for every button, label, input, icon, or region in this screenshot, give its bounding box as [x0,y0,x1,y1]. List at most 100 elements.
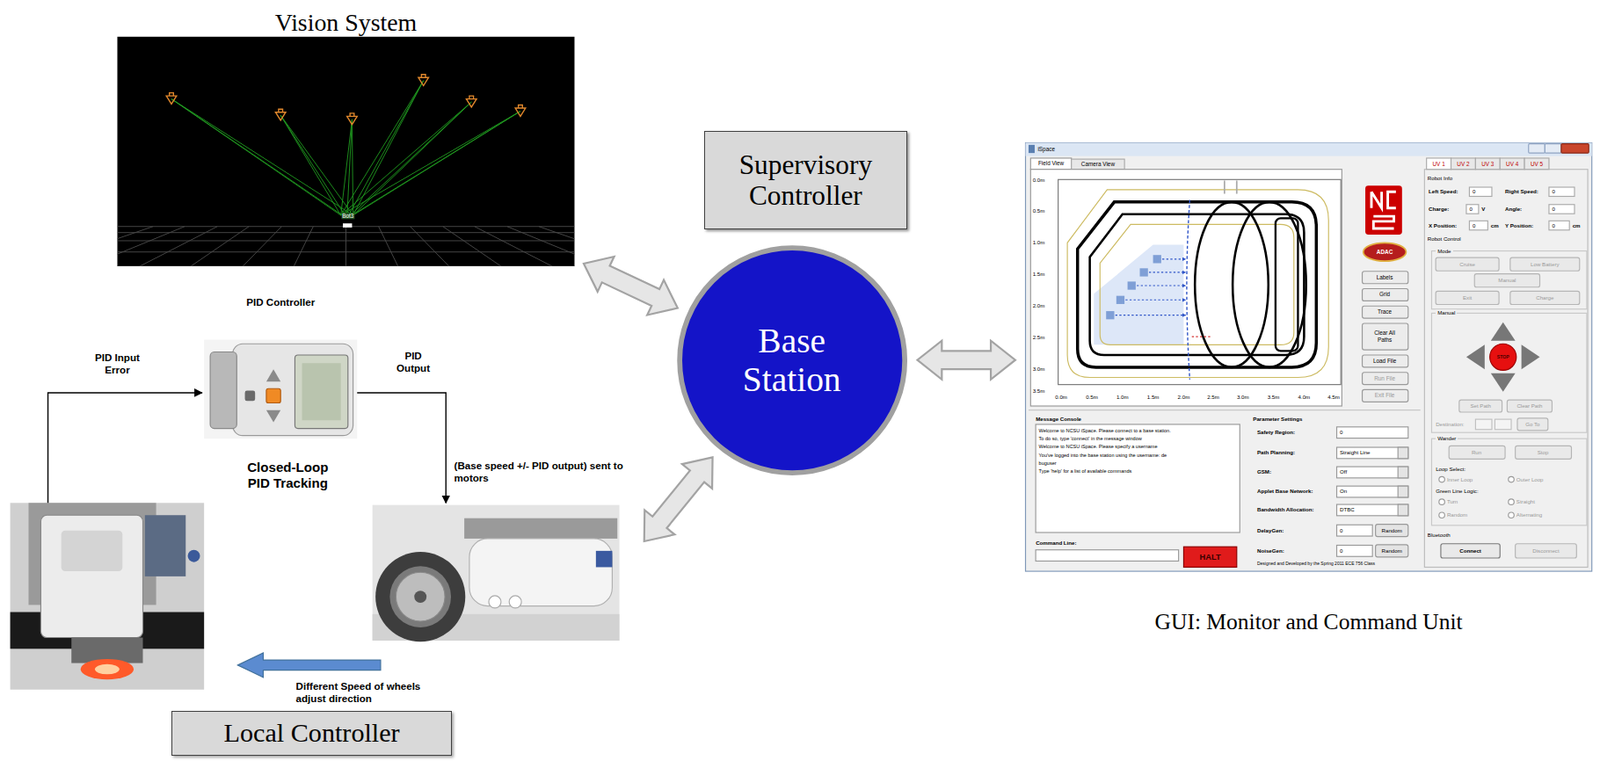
node-title: Supervisory Controller [713,149,897,211]
label-text: ADAC [1376,248,1393,255]
gui-text: Welcome to NCSU iSpace. Please specify a… [1039,443,1158,450]
gui-text: You've logged into the base station usin… [1039,451,1168,458]
gui-screenshot [1140,268,1149,277]
pid-signal-lines [356,392,446,503]
gui-screenshot [1506,400,1552,413]
gui-screenshot [1490,373,1516,393]
light-sensor-photo [40,515,143,638]
nxt-brick-photo [245,391,256,402]
gui-screenshot [1375,545,1409,558]
gui-text: 3.5m [1032,387,1046,394]
signal-label: PID Input Error [85,351,149,377]
light-sensor-photo [188,550,201,563]
gui-text: Labels [1376,274,1394,281]
gui-screenshot [1090,214,1305,356]
gui-text: 4.5m [1327,393,1340,400]
label-text: Random [1381,547,1403,554]
base-station-disc [679,247,905,473]
gui-screenshot [1435,290,1499,305]
label-text: V [1481,205,1485,212]
label-text: buguser [1039,460,1057,466]
gui-text: DelayGen: [1257,527,1284,534]
nxt-brick-photo [203,340,357,440]
double-arrow-connector [583,256,678,316]
gui-text: Right Speed: [1505,189,1539,196]
wheel-motor-photo [469,538,613,607]
label-text: UV 1 [1432,160,1446,168]
wheel-motor-photo [372,505,620,641]
gui-text: Off [1339,469,1347,476]
label-text: Off [1339,469,1347,476]
gui-text: To do so, type 'connect' in the message … [1039,436,1142,442]
gui-screenshot [1397,447,1409,459]
vision-scene [341,80,424,219]
gui-screenshot [1099,224,1295,345]
label-text: iSpace [1037,145,1055,153]
label-text: Go To [1525,421,1540,428]
gui-text: Charge: [1428,205,1449,212]
gui-text: Manual [1435,310,1457,317]
gui-screenshot [1116,296,1125,305]
node-title: GUI: Monitor and Command Unit [1155,610,1463,636]
gui-screenshot [1186,200,1190,380]
gui-screenshot [1528,144,1546,153]
nxt-brick-photo [266,369,281,382]
gui-screenshot [1466,322,1541,393]
gui-text: 3.5m [1267,393,1280,400]
gui-text: Clear All Paths [1366,329,1404,343]
direction-arrow [237,653,381,678]
gui-text: Message Console [1035,416,1082,423]
label-text: Random [1447,512,1468,519]
label-text: Charge [1535,294,1554,301]
gui-text: Charge [1535,294,1554,301]
label-text: Field View [1038,160,1064,168]
label-text: cm [1490,222,1499,229]
base-station-circle: Base Station [676,245,908,476]
gui-text: 2.5m [1207,393,1220,400]
light-sensor-photo [94,664,120,676]
direction-arrow [237,653,381,678]
vision-scene [418,74,430,87]
gui-screenshot [1459,400,1503,413]
vision-scene [116,226,575,267]
gui-screenshot [1439,476,1446,483]
gui-screenshot [1025,143,1593,157]
label-text: 0 [1472,189,1476,196]
label-text: 0.0m [1032,177,1046,184]
vision-scene [116,226,575,267]
gui-screenshot [1397,466,1409,479]
label-text: cm [1572,222,1581,229]
gui-screenshot [1524,158,1550,170]
gui-screenshot [1058,179,1342,385]
label-text: Outer Loop [1516,476,1544,483]
gui-text: Bandwidth Allocation: [1257,507,1315,514]
gui-screenshot [1071,159,1125,170]
gui-screenshot [1431,251,1586,310]
label-text: 0 [1551,222,1555,229]
gui-text: Designed and Developed by the Spring 201… [1257,561,1375,568]
label-text: Safety Region: [1257,429,1295,437]
gui-text: 0 [1339,547,1343,554]
gui-screenshot [1162,258,1186,260]
gui-text: Bluetooth [1427,532,1451,539]
gui-text: Angle: [1505,205,1522,212]
label-text: 0 [1551,189,1555,196]
gui-screenshot [1490,322,1516,342]
node-title: Vision System [275,8,418,37]
gui-screenshot [1337,524,1374,537]
gui-screenshot [1035,550,1179,562]
signal-label: Different Speed of wheels adjust directi… [296,680,442,706]
gui-text: Left Speed: [1428,189,1458,196]
label-text: Random [1381,527,1403,534]
gui-text: Wander [1435,436,1458,443]
gui-screenshot [1549,187,1575,197]
vision-scene [341,119,354,219]
gui-screenshot [1435,257,1580,559]
gui-text: ADAC [1376,248,1393,255]
label-text: 0 [1339,429,1343,437]
gui-screenshot [1448,445,1506,459]
gui-text: Random [1381,527,1403,534]
gui-screenshot [1397,486,1409,498]
nxt-brick-photo [294,355,348,430]
gui-text: Low Battery [1530,261,1559,268]
